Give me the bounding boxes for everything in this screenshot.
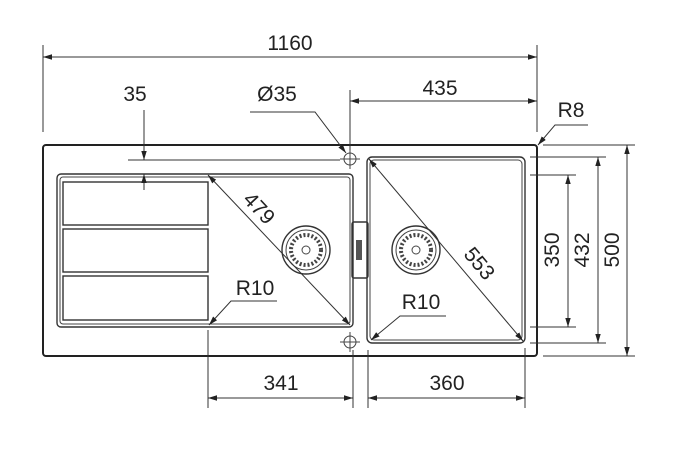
leader-r10-right bbox=[370, 315, 446, 341]
right-waste-icon bbox=[391, 225, 441, 275]
drainer-rib bbox=[62, 181, 209, 226]
drainer-area bbox=[56, 173, 354, 328]
drainer-rib bbox=[62, 275, 209, 321]
tap-hole-icon bbox=[340, 149, 360, 169]
label-350: 350 bbox=[541, 232, 564, 267]
label-432: 432 bbox=[571, 232, 594, 267]
label-479: 479 bbox=[238, 188, 279, 229]
tap-hole-icon bbox=[340, 332, 360, 352]
label-r8: R8 bbox=[558, 99, 585, 122]
drainer-rib bbox=[62, 228, 209, 273]
sink-outline bbox=[42, 144, 538, 357]
dim-line-553 bbox=[368, 158, 524, 342]
label-r10-right: R10 bbox=[402, 291, 441, 314]
label-r10-left: R10 bbox=[236, 277, 275, 300]
dim-line-479 bbox=[207, 174, 351, 326]
label-360: 360 bbox=[429, 372, 464, 395]
overflow-connector bbox=[351, 221, 369, 279]
label-diameter: Ø35 bbox=[257, 83, 297, 106]
label-500: 500 bbox=[601, 232, 624, 267]
label-1160: 1160 bbox=[267, 32, 312, 55]
left-waste-icon bbox=[281, 225, 331, 275]
label-553: 553 bbox=[459, 243, 499, 285]
label-35: 35 bbox=[123, 83, 146, 106]
label-341: 341 bbox=[263, 372, 298, 395]
leader-r10-left bbox=[208, 300, 277, 326]
leader-r8 bbox=[537, 124, 588, 146]
leader-diameter bbox=[250, 111, 347, 154]
label-435: 435 bbox=[422, 77, 457, 100]
